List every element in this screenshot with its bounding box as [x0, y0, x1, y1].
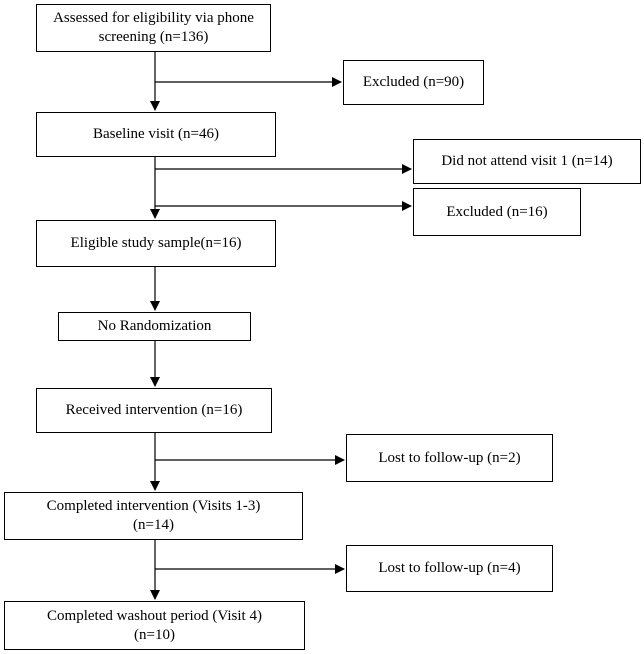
excluded-1-label: Excluded (n=90) [362, 74, 465, 90]
lost-2-box: Lost to follow-up (n=4) [346, 545, 553, 592]
excluded-1-box: Excluded (n=90) [343, 60, 484, 105]
assessed-line-1: Assessed for eligibility via phone [53, 10, 254, 26]
completed-washout-line-1: Completed washout period (Visit 4) [47, 607, 262, 624]
completed-intervention-line-1: Completed intervention (Visits 1-3) [46, 498, 261, 514]
excluded-2-label: Excluded (n=16) [446, 203, 548, 220]
baseline-box: Baseline visit (n=46) [36, 112, 276, 157]
received-label: Received intervention (n=16) [65, 402, 243, 418]
excluded-2-box: Excluded (n=16) [413, 188, 581, 236]
completed-washout-box: Completed washout period (Visit 4) (n=10… [4, 601, 305, 650]
assessed-line-2: screening (n=136) [98, 29, 209, 45]
lost-1-label: Lost to follow-up (n=2) [378, 449, 521, 466]
lost-2-label: Lost to follow-up (n=4) [378, 560, 521, 576]
did-not-attend-label: Did not attend visit 1 (n=14) [441, 153, 613, 169]
no-randomization-label: No Randomization [97, 318, 212, 334]
baseline-label: Baseline visit (n=46) [93, 126, 219, 142]
completed-intervention-line-2: (n=14) [133, 517, 174, 533]
completed-washout-line-2: (n=10) [134, 626, 175, 643]
no-randomization-box: No Randomization [58, 312, 251, 341]
assessed-box: Assessed for eligibility via phone scree… [36, 4, 271, 52]
did-not-attend-box: Did not attend visit 1 (n=14) [413, 139, 641, 184]
completed-intervention-box: Completed intervention (Visits 1-3) (n=1… [4, 492, 303, 540]
received-box: Received intervention (n=16) [36, 388, 272, 433]
eligible-box: Eligible study sample(n=16) [36, 220, 276, 267]
eligible-label: Eligible study sample(n=16) [70, 235, 242, 251]
lost-1-box: Lost to follow-up (n=2) [346, 434, 553, 482]
